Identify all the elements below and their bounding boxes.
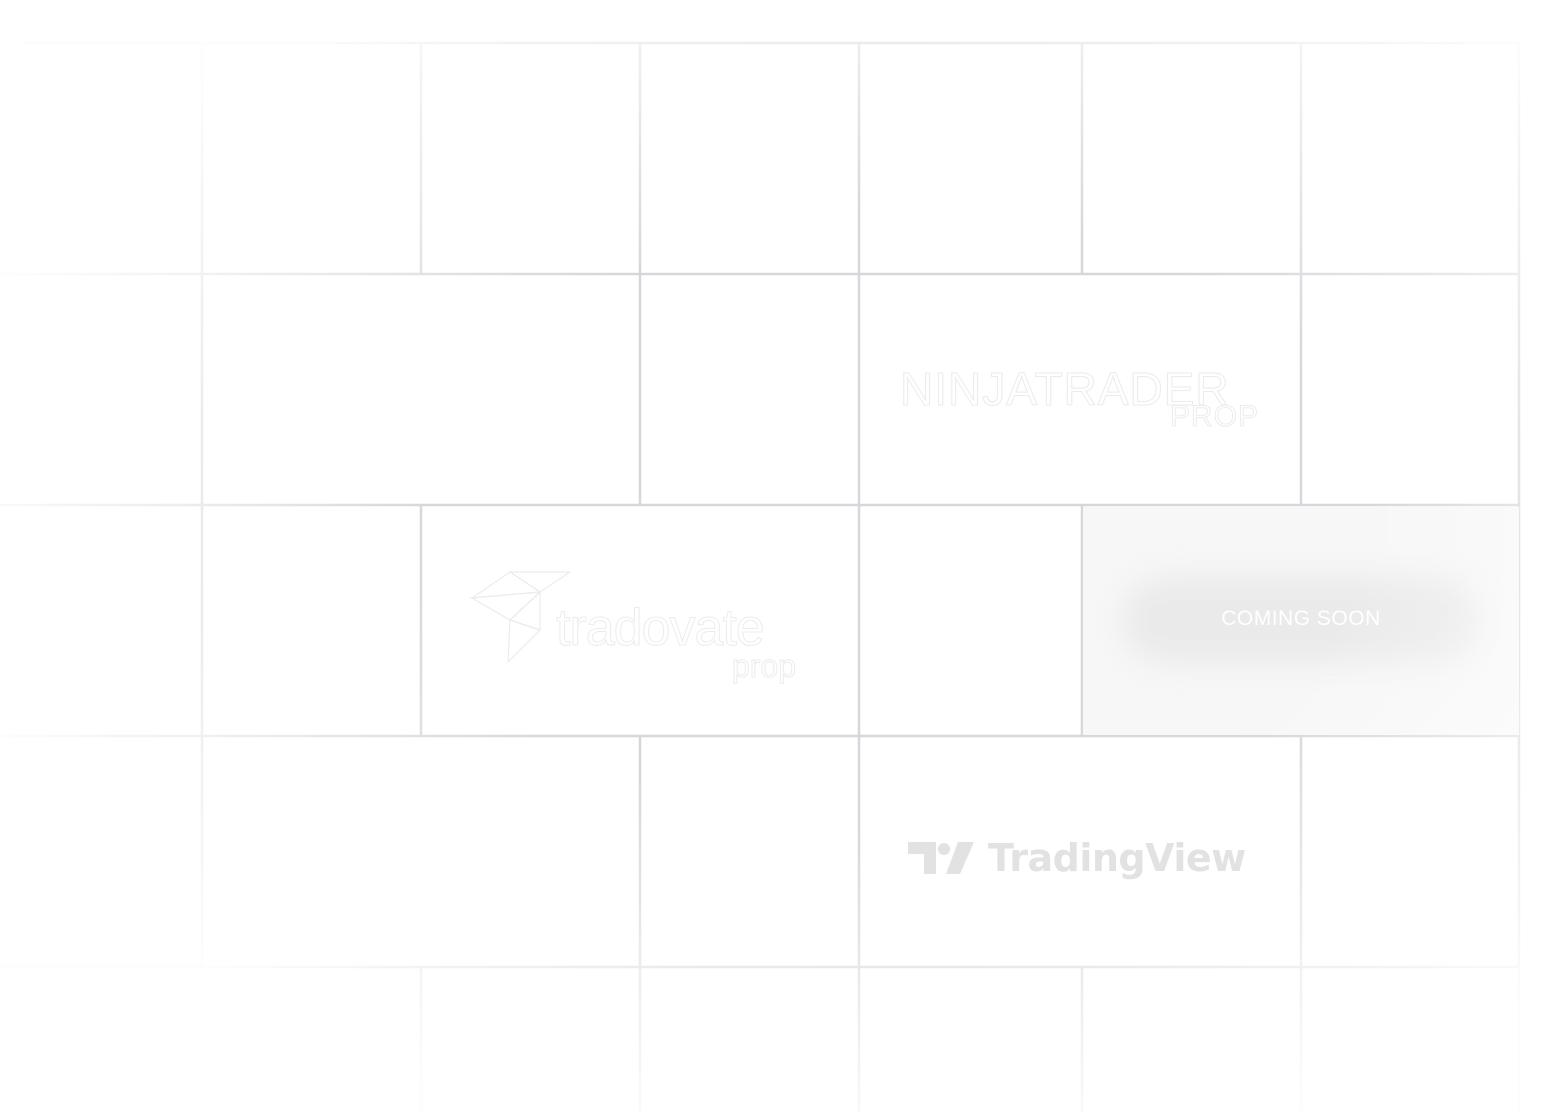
tradovate-mark-icon [470,571,570,664]
tradingview-logo: TradingView [908,834,1246,882]
ninjatrader-wordmark: NINJATRADER [900,363,1230,416]
coming-soon-label: COMING SOON [1221,607,1381,630]
tradingview-logo-icon [908,842,974,874]
tradovate-prop-label: prop [731,648,797,685]
tradingview-wordmark: TradingView [988,836,1246,880]
tradovate-wordmark: tradovate [556,599,766,658]
tradovate-prop-logo: tradovate prop [470,570,830,690]
coming-soon-card: COMING SOON [1083,507,1519,735]
ninjatrader-prop-logo: NINJATRADER PROP [900,362,1270,442]
ninjatrader-prop-label: PROP [1169,400,1260,434]
